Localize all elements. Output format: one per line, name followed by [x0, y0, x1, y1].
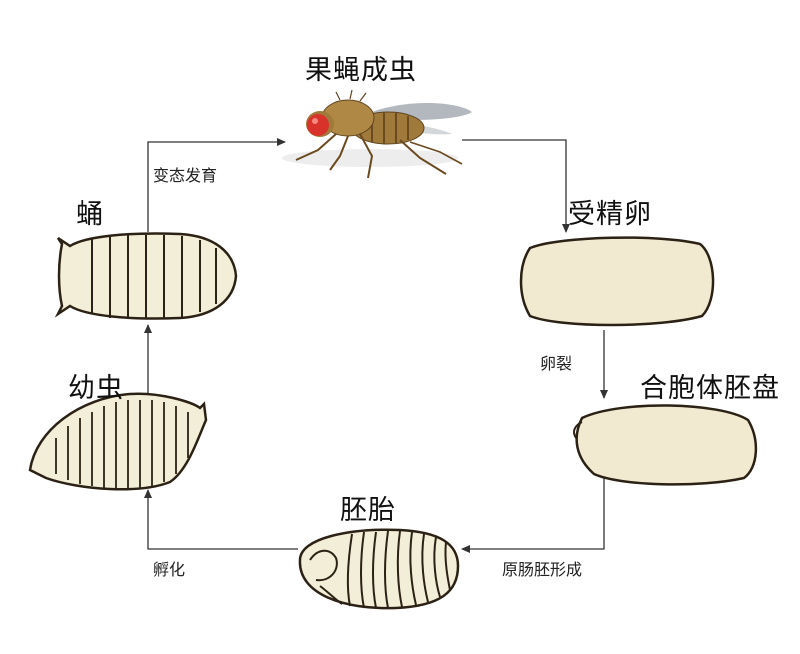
larva-illustration: [28, 392, 208, 491]
stage-label-adult: 果蝇成虫: [305, 55, 417, 86]
arrow-pupa-to-adult: [147, 138, 286, 232]
pupa-illustration: [54, 232, 238, 320]
embryo-illustration: [298, 528, 460, 610]
stage-label-pupa: 蛹: [76, 199, 104, 230]
transition-label-gastrulation: 原肠胚形成: [502, 560, 583, 579]
fertilized-egg-illustration: [519, 236, 715, 327]
stage-label-syncytial-blastoderm: 合胞体胚盘: [640, 373, 780, 404]
stage-label-fertilized-egg: 受精卵: [568, 199, 652, 230]
syncytial-blastoderm-illustration: [573, 404, 758, 486]
stage-label-embryo: 胚胎: [340, 495, 396, 526]
stage-label-larva: 幼虫: [68, 373, 124, 404]
arrow-blastoderm-to-embryo: [461, 476, 605, 553]
transition-label-metamorphosis: 变态发育: [153, 166, 218, 185]
arrow-embryo-to-larva: [144, 489, 298, 550]
cycle-arrows: [144, 138, 608, 553]
fruit-fly-illustration: [282, 89, 472, 179]
arrow-adult-to-egg: [462, 139, 570, 233]
transition-label-hatching: 孵化: [153, 560, 186, 579]
transition-label-cleavage: 卵裂: [540, 354, 573, 373]
